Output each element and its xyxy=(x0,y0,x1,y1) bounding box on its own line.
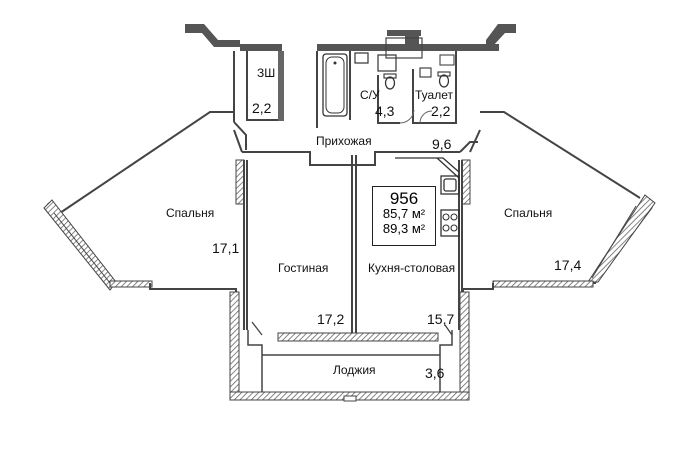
room-area-bedroom-right: 17,4 xyxy=(554,257,582,273)
storage-wall-right xyxy=(278,51,284,121)
toilet-icon xyxy=(438,74,450,88)
bathtub-inner xyxy=(325,56,345,114)
apartment-number: 956 xyxy=(389,189,419,208)
bathtub-icon xyxy=(322,53,348,117)
room-label-loggia: Лоджия xyxy=(333,363,376,377)
room-area-toilet: 2,2 xyxy=(431,103,451,119)
room-area-hallway: 9,6 xyxy=(432,136,452,152)
apartment-info-box: 956 85,7 м² 89,3 м² xyxy=(372,186,436,246)
hallway-walls xyxy=(233,121,478,166)
kitchen-counter xyxy=(395,157,460,237)
toilet-icon-bathroom xyxy=(384,76,396,90)
room-label-kitchen: Кухня-столовая xyxy=(368,261,456,275)
stove-icon xyxy=(442,213,458,232)
washing-machine-icon xyxy=(377,54,397,72)
room-label-bathroom: С/У xyxy=(360,88,380,102)
room-area-bedroom-left: 17,1 xyxy=(212,240,240,256)
toilet-sink-icon xyxy=(419,67,432,78)
room-label-bedroom-right: Спальня xyxy=(504,206,553,220)
room-label-hallway: Прихожая xyxy=(316,134,372,148)
bathroom-walls xyxy=(316,51,457,128)
room-label-storage: ЗШ xyxy=(257,66,276,80)
room-area-living-room: 17,2 xyxy=(317,311,345,327)
door-swing-bathroom xyxy=(399,109,415,124)
apartment-living-area: 85,7 м² xyxy=(382,206,426,221)
room-area-loggia: 3,6 xyxy=(425,365,445,381)
left-bedroom-walls xyxy=(47,111,243,284)
room-label-living-room: Гостиная xyxy=(278,261,329,275)
wall-hatch-right xyxy=(461,159,471,205)
loggia-walls xyxy=(229,291,470,402)
wall-hatch-left xyxy=(235,159,245,205)
bathtub-drain-icon xyxy=(333,61,337,65)
bathroom-sink-icon xyxy=(354,52,369,64)
niche-box xyxy=(385,37,423,59)
top-walls xyxy=(185,24,516,51)
room-label-bedroom-left: Спальня xyxy=(166,206,215,220)
room-area-storage: 2,2 xyxy=(252,100,272,116)
room-area-kitchen: 15,7 xyxy=(427,311,455,327)
door-swing-toilet xyxy=(419,110,433,124)
left-window xyxy=(43,199,237,298)
room-label-toilet: Туалет xyxy=(415,88,453,102)
apartment-total-area: 89,3 м² xyxy=(382,220,426,236)
room-area-bathroom: 4,3 xyxy=(375,103,395,119)
right-window xyxy=(462,194,656,298)
